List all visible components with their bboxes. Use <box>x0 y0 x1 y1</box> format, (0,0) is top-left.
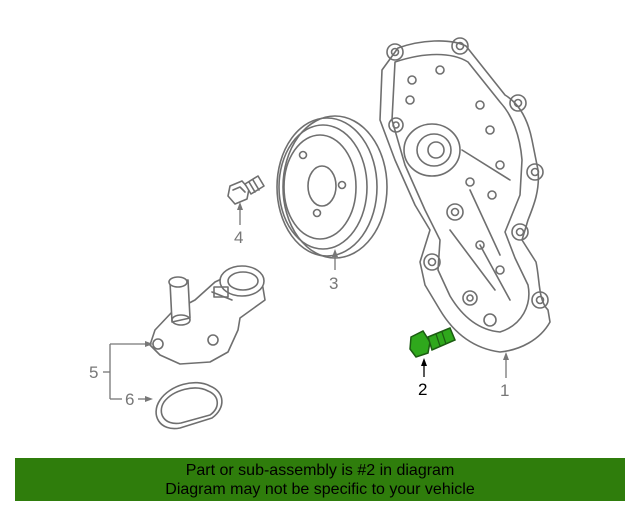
callout-3: 3 <box>329 274 338 293</box>
thermostat-housing <box>149 265 266 365</box>
gasket <box>155 381 223 430</box>
bolt-2-highlighted[interactable] <box>409 327 456 358</box>
callout-5: 5 <box>89 363 98 382</box>
callout-1: 1 <box>500 381 509 400</box>
callout-6: 6 <box>125 390 134 409</box>
bolt-4 <box>227 175 265 205</box>
banner-line-2: Diagram may not be specific to your vehi… <box>165 480 475 498</box>
pulley <box>276 115 388 259</box>
info-banner: Part or sub-assembly is #2 in diagram Di… <box>15 458 625 501</box>
banner-line-1: Part or sub-assembly is #2 in diagram <box>185 461 455 479</box>
leader-lines <box>103 202 509 402</box>
water-pump-housing <box>379 37 551 353</box>
callout-2[interactable]: 2 <box>418 380 427 399</box>
callout-4: 4 <box>234 228 243 247</box>
